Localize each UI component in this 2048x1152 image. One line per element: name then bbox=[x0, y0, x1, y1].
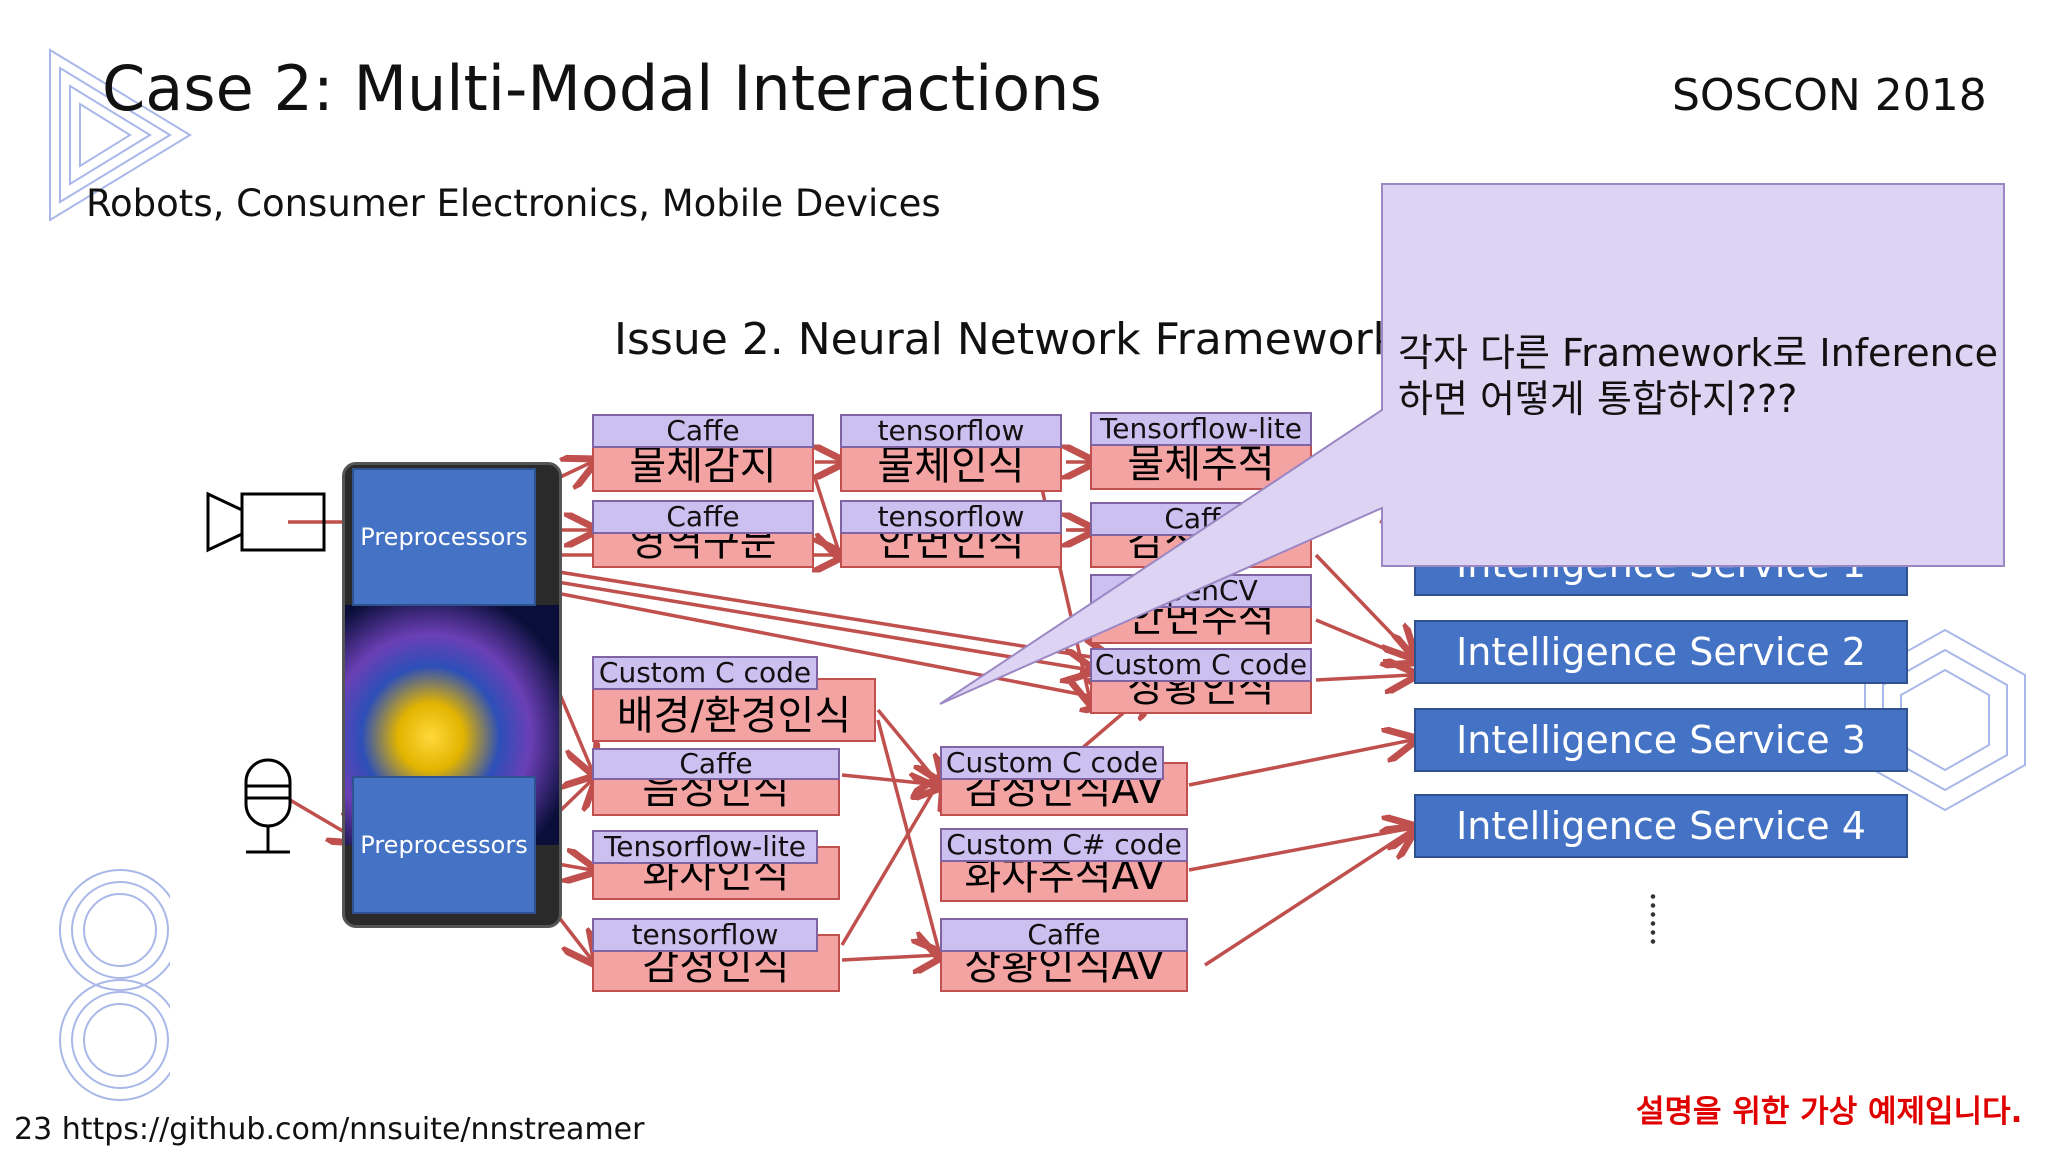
framework-label: Caffe bbox=[592, 500, 814, 534]
preprocessor-audio: Preprocessors bbox=[352, 776, 536, 914]
framework-label: Caffe bbox=[940, 918, 1188, 952]
callout-text: 각자 다른 Framework로 Inference 하면 어떻게 통합하지??… bbox=[1398, 330, 1998, 423]
framework-label: Custom C code bbox=[940, 746, 1164, 780]
framework-label: tensorflow bbox=[840, 500, 1062, 534]
framework-label: Tensorflow-lite bbox=[1090, 412, 1312, 446]
video-camera-icon bbox=[206, 491, 326, 553]
framework-label: Tensorflow-lite bbox=[592, 830, 818, 864]
framework-label: Caffe bbox=[592, 748, 840, 780]
slide-subtitle: Robots, Consumer Electronics, Mobile Dev… bbox=[86, 182, 941, 225]
soscon-play-logo bbox=[49, 48, 192, 222]
footer-link[interactable]: 23 https://github.com/nnsuite/nnstreamer bbox=[14, 1112, 645, 1147]
callout-line-1: 각자 다른 Framework로 Inference bbox=[1398, 331, 1998, 375]
microphone-icon bbox=[244, 758, 292, 854]
conference-label: SOSCON 2018 bbox=[1672, 70, 1987, 121]
framework-label: Caffe bbox=[592, 414, 814, 448]
intelligence-service-4: Intelligence Service 4 bbox=[1414, 794, 1908, 858]
intelligence-service-3: Intelligence Service 3 bbox=[1414, 708, 1908, 772]
callout-line-2: 하면 어떻게 통합하지??? bbox=[1398, 377, 1798, 422]
framework-label: tensorflow bbox=[592, 918, 818, 952]
soscon-s-logo bbox=[59, 869, 170, 1101]
framework-label: Custom C# code bbox=[940, 828, 1188, 862]
intelligence-service-2: Intelligence Service 2 bbox=[1414, 620, 1908, 684]
framework-label: Custom C code bbox=[1090, 648, 1312, 682]
preprocessor-camera: Preprocessors bbox=[352, 468, 536, 606]
framework-label: Custom C code bbox=[592, 656, 818, 690]
issue-title: Issue 2. Neural Network Frameworks bbox=[614, 314, 1422, 365]
disclaimer-note: 설명을 위한 가상 예제입니다. bbox=[1636, 1094, 2023, 1130]
slide-title: Case 2: Multi-Modal Interactions bbox=[102, 52, 1102, 125]
ellipsis-dots bbox=[1650, 892, 1656, 948]
framework-label: tensorflow bbox=[840, 414, 1062, 448]
